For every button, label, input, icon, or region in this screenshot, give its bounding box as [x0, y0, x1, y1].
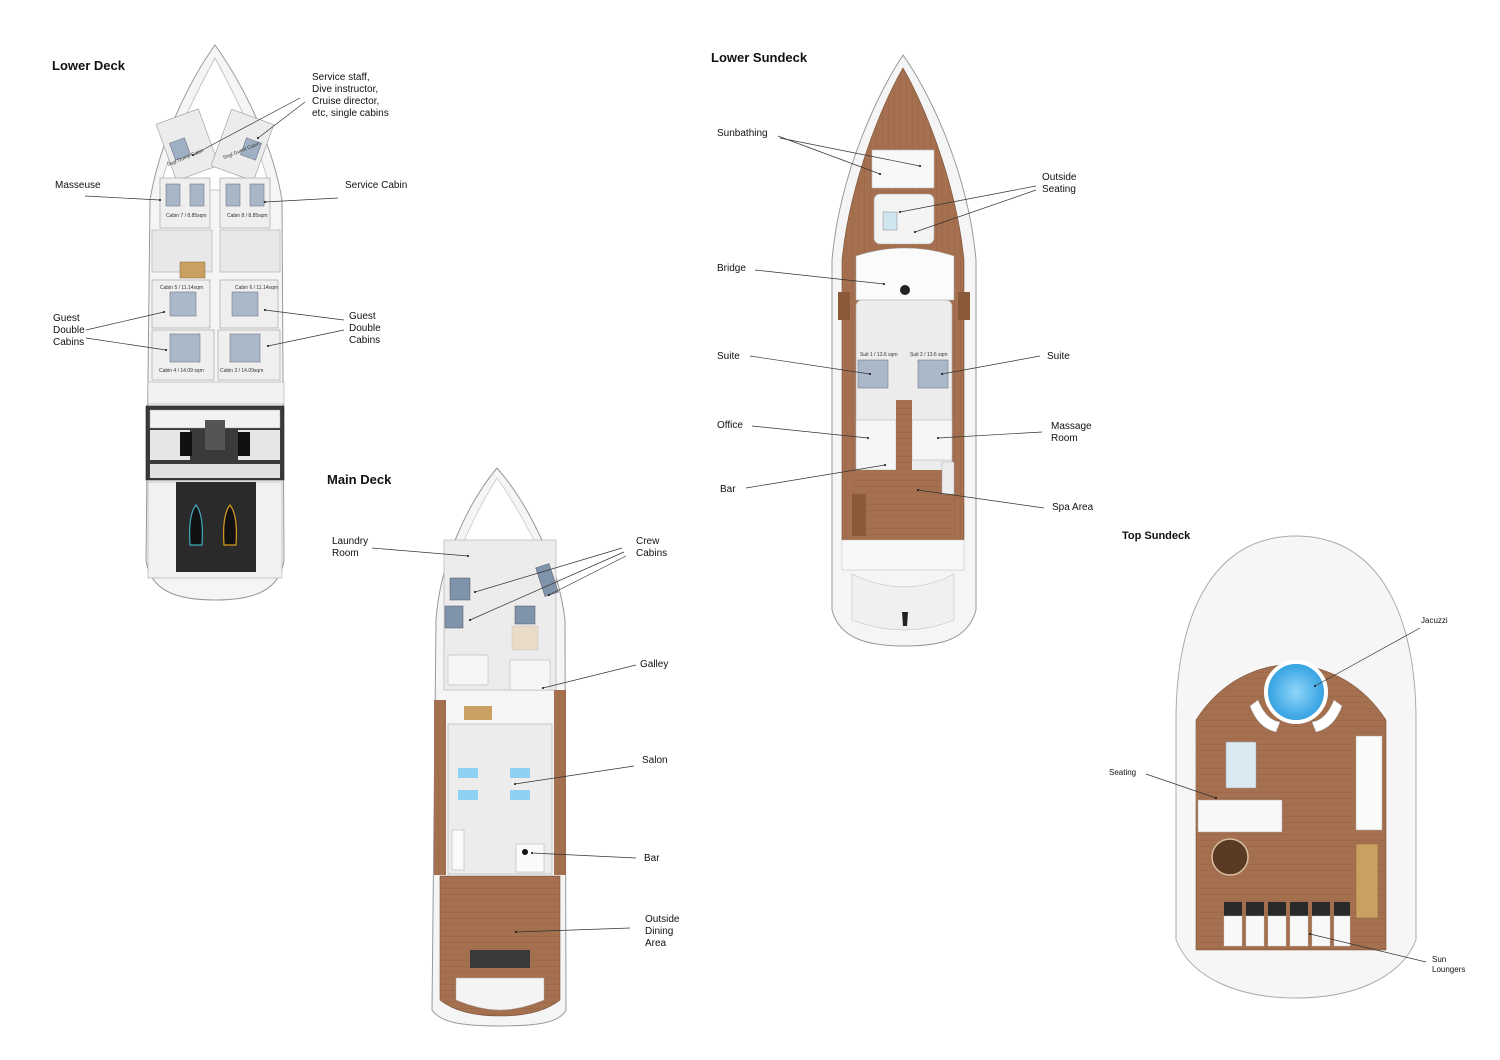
lower-sundeck-plan	[831, 54, 977, 647]
label-guest-cabins-right: Guest Double Cabins	[349, 311, 381, 346]
main-deck-leaders	[371, 547, 637, 934]
label-sunbathing: Sunbathing	[717, 128, 768, 139]
top-sundeck-title: Top Sundeck	[1122, 530, 1191, 542]
label-bar-main: Bar	[644, 853, 660, 864]
label-jacuzzi: Jacuzzi	[1421, 616, 1448, 625]
label-service-cabin: Service Cabin	[345, 180, 408, 191]
label-massage-room: Massage Room	[1051, 421, 1092, 444]
label-service-staff: Service staff, Dive instructor, Cruise d…	[312, 72, 389, 119]
main-deck-title: Main Deck	[327, 472, 392, 487]
top-sundeck-plan	[1175, 535, 1417, 999]
label-outside-dining: Outside Dining Area	[645, 914, 680, 949]
label-guest-cabins-left: Guest Double Cabins	[53, 313, 85, 348]
label-laundry-room: Laundry Room	[332, 536, 369, 559]
label-spa-area: Spa Area	[1052, 502, 1094, 513]
label-office: Office	[717, 420, 743, 431]
label-bar-sundeck: Bar	[720, 484, 736, 495]
label-outside-seating: Outside Seating	[1042, 172, 1077, 195]
lower-deck-title: Lower Deck	[52, 58, 125, 73]
label-sun-loungers: Sun Loungers	[1432, 955, 1466, 974]
room-label-cabin-3: Cabin 3 / 14.09sqm	[220, 368, 264, 374]
lower-sundeck-title: Lower Sundeck	[711, 50, 808, 65]
main-deck-plan	[431, 467, 567, 1027]
label-suite-left: Suite	[717, 351, 740, 362]
room-label-cabin-4: Cabin 4 / 14.09 sqm	[159, 368, 204, 374]
room-label-cabin-6: Cabin 6 / 11.14sqm	[235, 285, 278, 291]
label-bridge: Bridge	[717, 263, 746, 274]
room-label-cabin-5: Cabin 5 / 11.14sqm	[160, 285, 203, 291]
label-seating: Seating	[1109, 768, 1137, 777]
label-suite-right: Suite	[1047, 351, 1070, 362]
room-label-suite-1: Suit 1 / 13.6 sqm	[860, 352, 898, 358]
top-sundeck-leaders	[1145, 627, 1427, 963]
label-galley: Galley	[640, 659, 669, 670]
lower-deck-plan	[145, 44, 285, 601]
lower-sundeck-leaders	[745, 135, 1045, 509]
label-crew-cabins: Crew Cabins	[636, 536, 668, 559]
room-label-cabin-7: Cabin 7 / 8.85sqm	[166, 213, 207, 219]
label-salon: Salon	[642, 755, 668, 766]
room-label-suite-2: Suit 2 / 13.6 sqm	[910, 352, 948, 358]
lower-deck-leaders	[84, 97, 345, 352]
label-masseuse: Masseuse	[55, 180, 101, 191]
room-label-cabin-8: Cabin 8 / 8.85sqm	[227, 213, 268, 219]
